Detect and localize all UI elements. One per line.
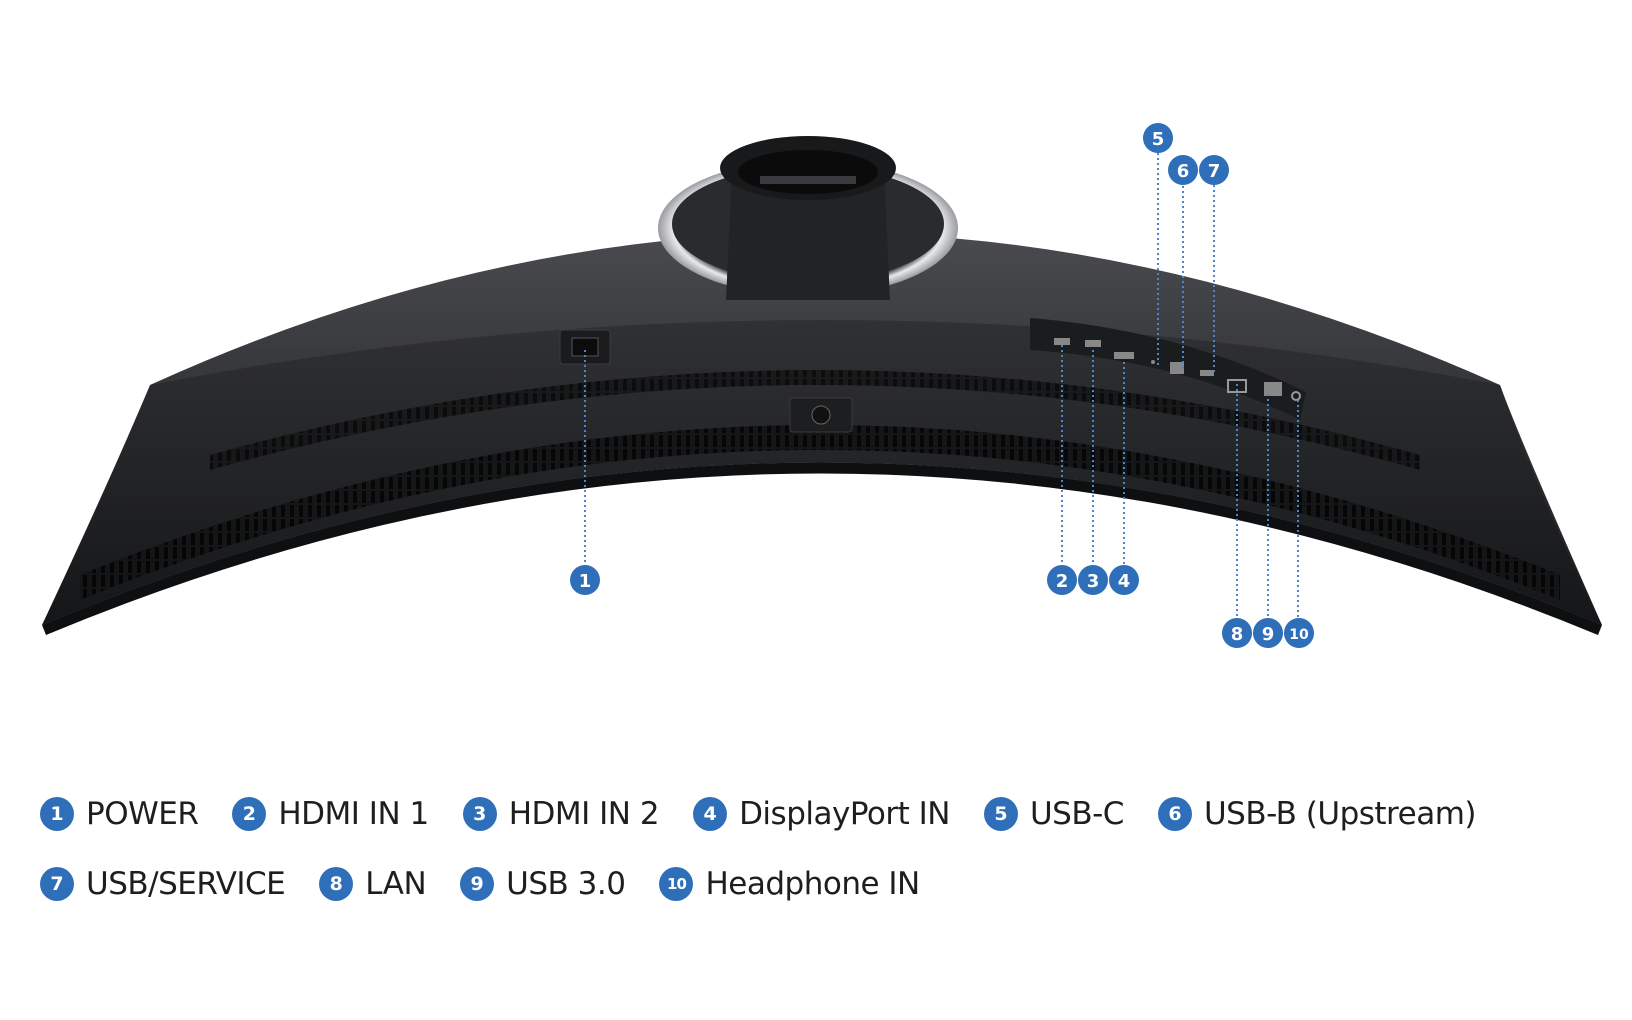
svg-text:5: 5 — [1152, 129, 1165, 150]
monitor-rear-diagram: 1 2 3 4 5 6 7 8 9 10 — [42, 123, 1602, 648]
legend-label: DisplayPort IN — [739, 796, 950, 832]
legend-label: HDMI IN 1 — [278, 796, 429, 832]
legend-label: USB-B (Upstream) — [1203, 796, 1477, 832]
callout-badge-6: 6 — [1168, 155, 1198, 185]
legend-row-1: 1 POWER 2 HDMI IN 1 3 HDMI IN 2 4 Displa… — [40, 792, 1600, 836]
callout-badge-5: 5 — [1143, 123, 1173, 153]
legend-badge: 7 — [40, 867, 74, 901]
callout-leaders — [584, 150, 1299, 618]
stand-mount — [658, 136, 958, 300]
legend-badge: 8 — [319, 867, 354, 901]
svg-text:10: 10 — [1289, 627, 1309, 643]
legend-label: USB 3.0 — [506, 866, 626, 902]
callout-badge-9: 9 — [1253, 618, 1283, 648]
legend-item-hdmi-in-2: 3 HDMI IN 2 — [462, 796, 660, 832]
svg-text:6: 6 — [1177, 161, 1190, 182]
legend-row-2: 7 USB/SERVICE 8 LAN 9 USB 3.0 10 Headpho… — [40, 862, 1600, 906]
legend-badge: 9 — [460, 867, 495, 901]
legend-badge: 1 — [40, 797, 74, 831]
callout-badge-7: 7 — [1199, 155, 1229, 185]
port-legend: 1 POWER 2 HDMI IN 1 3 HDMI IN 2 4 Displa… — [40, 792, 1600, 932]
vent-strip — [80, 425, 1560, 600]
legend-label: USB-C — [1029, 796, 1124, 832]
legend-label: LAN — [365, 866, 427, 902]
legend-badge: 5 — [983, 797, 1018, 831]
svg-text:9: 9 — [1262, 624, 1275, 645]
legend-badge: 6 — [1157, 797, 1192, 831]
callout-badge-8: 8 — [1222, 618, 1252, 648]
legend-label: POWER — [86, 796, 199, 832]
legend-label: Headphone IN — [705, 866, 920, 902]
svg-text:3: 3 — [1087, 571, 1100, 592]
svg-text:7: 7 — [1208, 161, 1221, 182]
callout-badge-1: 1 — [570, 565, 600, 595]
legend-item-displayport-in: 4 DisplayPort IN — [693, 796, 950, 832]
svg-text:4: 4 — [1118, 571, 1131, 592]
svg-text:1: 1 — [579, 571, 592, 592]
legend-label: USB/SERVICE — [86, 866, 286, 902]
legend-item-hdmi-in-1: 2 HDMI IN 1 — [232, 796, 429, 832]
legend-badge: 2 — [232, 797, 267, 831]
callout-badge-10: 10 — [1284, 618, 1314, 648]
legend-badge: 3 — [462, 797, 497, 831]
svg-text:8: 8 — [1231, 624, 1244, 645]
legend-item-headphone-in: 10 Headphone IN — [659, 866, 920, 902]
monitor-lower-band — [42, 320, 1602, 625]
callout-badge-2: 2 — [1047, 565, 1077, 595]
legend-badge: 4 — [693, 797, 728, 831]
legend-item-lan: 8 LAN — [319, 866, 427, 902]
legend-item-usb-3: 9 USB 3.0 — [460, 866, 626, 902]
legend-item-usb-c: 5 USB-C — [983, 796, 1124, 832]
legend-item-usb-b: 6 USB-B (Upstream) — [1157, 796, 1477, 832]
svg-text:2: 2 — [1056, 571, 1069, 592]
callout-badge-3: 3 — [1078, 565, 1108, 595]
legend-item-power: 1 POWER — [40, 796, 199, 832]
legend-label: HDMI IN 2 — [508, 796, 660, 832]
vent-strip-upper — [210, 370, 1420, 470]
legend-badge: 10 — [659, 867, 694, 901]
callout-badge-4: 4 — [1109, 565, 1139, 595]
legend-item-usb-service: 7 USB/SERVICE — [40, 866, 286, 902]
